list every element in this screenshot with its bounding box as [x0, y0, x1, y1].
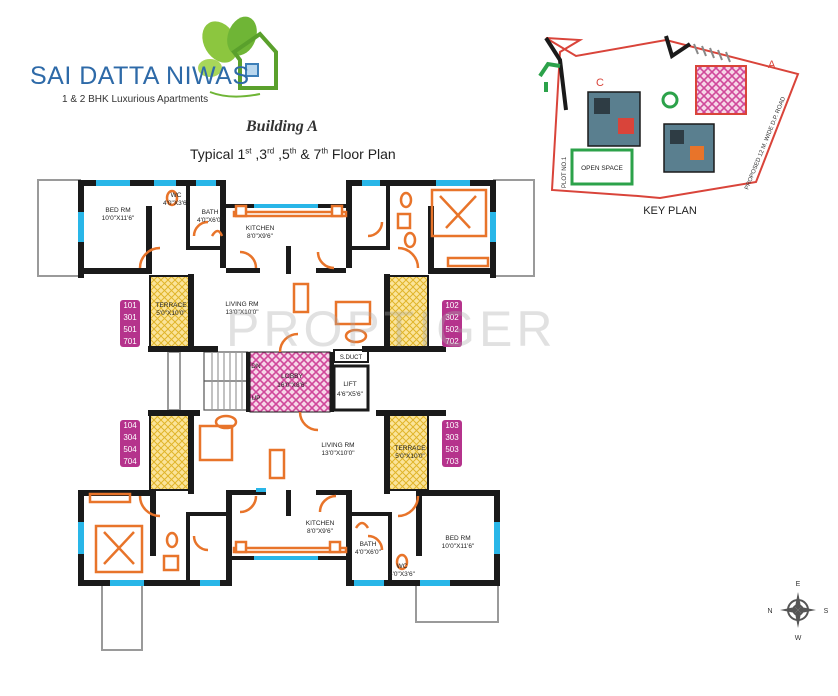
unit-tag: 702 — [445, 337, 459, 346]
wc-top-name: WC — [171, 192, 182, 199]
wc-bot-size: 4'0"X3'6" — [389, 571, 416, 578]
room-labels: BED RM 10'0"X11'6" WC 4'0"X3'6" BATH 4'0… — [102, 192, 475, 578]
terrace-tl-name: TERRACE — [155, 302, 187, 309]
unit-tag: 302 — [445, 313, 459, 322]
bed-top-size: 10'0"X11'6" — [102, 215, 135, 222]
road-label: PROPOSED 12 M. WIDE D.P. ROAD — [744, 96, 787, 191]
compass-south: S — [824, 608, 829, 615]
unit-tag: 103 — [445, 421, 459, 430]
plot-label: PLOT NO.1 — [562, 156, 568, 188]
terrace-bottom-left — [149, 413, 193, 491]
floor-plan-title: Typical 1st ,3rd ,5th & 7th Floor Plan — [190, 146, 396, 162]
staircase — [203, 351, 249, 411]
lift-size: 4'6"X5'6" — [337, 391, 364, 398]
unit-tag: 104 — [123, 421, 137, 430]
brand-logo — [190, 12, 282, 102]
bath-top-size: 4'0"X6'0" — [197, 217, 224, 224]
bath-top-name: BATH — [202, 209, 219, 216]
wc-top-size: 4'0"X3'6" — [163, 200, 190, 207]
kitchen-top-name: KITCHEN — [246, 225, 275, 232]
terrace-top-left — [149, 275, 193, 349]
lift-name: LIFT — [343, 381, 356, 388]
lobby-size: 16'0"X8'6" — [277, 382, 307, 389]
unit-tag: 502 — [445, 325, 459, 334]
bath-bot-name: BATH — [360, 541, 377, 548]
unit-tag: 102 — [445, 301, 459, 310]
unit-tag: 304 — [123, 433, 137, 442]
stair-dn-label: DN — [251, 363, 261, 370]
bath-bot-size: 4'0"X6'0" — [355, 549, 382, 556]
bed-bot-name: BED RM — [445, 535, 470, 542]
balcony-mid-left — [167, 351, 181, 411]
compass-north: N — [767, 608, 772, 615]
living-top-size: 13'0"X10'0" — [225, 309, 259, 316]
unit-tags: 101 301 501 701 102 302 502 702 104 304 … — [120, 300, 462, 467]
lift-shaft — [332, 364, 370, 412]
key-plan-label-a: A — [768, 59, 776, 71]
living-bot-name: LIVING RM — [321, 442, 354, 449]
unit-tag: 704 — [123, 457, 137, 466]
key-plan-title: KEY PLAN — [643, 205, 697, 217]
balcony-top-right — [493, 179, 535, 277]
compass-east: E — [796, 581, 801, 588]
unit-tag: 303 — [445, 433, 459, 442]
bed-bot-size: 10'0"X11'6" — [442, 543, 475, 550]
living-bot-size: 13'0"X10'0" — [321, 450, 355, 457]
kitchen-bot-size: 8'0"X9'6" — [307, 528, 334, 535]
unit-tag: 703 — [445, 457, 459, 466]
unit-tag: 503 — [445, 445, 459, 454]
compass-west: W — [795, 635, 802, 642]
key-plan-label-c: C — [596, 77, 604, 89]
building-title: Building A — [246, 118, 318, 135]
unit-tag: 501 — [123, 325, 137, 334]
unit-tag: 504 — [123, 445, 137, 454]
bed-top-name: BED RM — [105, 207, 130, 214]
brand-tagline: 1 & 2 BHK Luxurious Apartments — [62, 94, 209, 105]
brand-name: SAI DATTA NIWAS — [30, 62, 250, 90]
terrace-top-right — [387, 275, 429, 349]
terrace-tl-size: 5'0"X10'0" — [156, 310, 186, 317]
balcony-bottom-right — [415, 581, 499, 623]
stair-up-label: UP — [251, 395, 260, 402]
kitchen-bot-name: KITCHEN — [306, 520, 335, 527]
balcony-top-left — [37, 179, 81, 277]
service-duct-label: S.DUCT — [340, 355, 363, 361]
compass-icon: E W N S — [767, 581, 828, 642]
leaf-house-icon — [198, 16, 278, 98]
kitchen-top-size: 8'0"X9'6" — [247, 233, 274, 240]
living-top-name: LIVING RM — [225, 301, 258, 308]
lobby-name: LOBBY — [281, 373, 303, 380]
open-space-label: OPEN SPACE — [581, 165, 623, 172]
terrace-bottom-right — [387, 413, 429, 491]
unit-tag: 101 — [123, 301, 137, 310]
unit-tag: 301 — [123, 313, 137, 322]
fixtures — [88, 188, 490, 574]
balcony-bottom-left — [101, 581, 143, 651]
terrace-br-name: TERRACE — [394, 445, 426, 452]
unit-tag: 701 — [123, 337, 137, 346]
wc-bot-name: WC — [397, 563, 408, 570]
windows — [78, 180, 500, 586]
watermark: PROPTIGER — [226, 301, 557, 357]
key-plan: OPEN SPACE A C PLOT NO.1 PROPOSED 12 M. … — [538, 35, 800, 217]
terrace-br-size: 5'0"X10'0" — [395, 453, 425, 460]
